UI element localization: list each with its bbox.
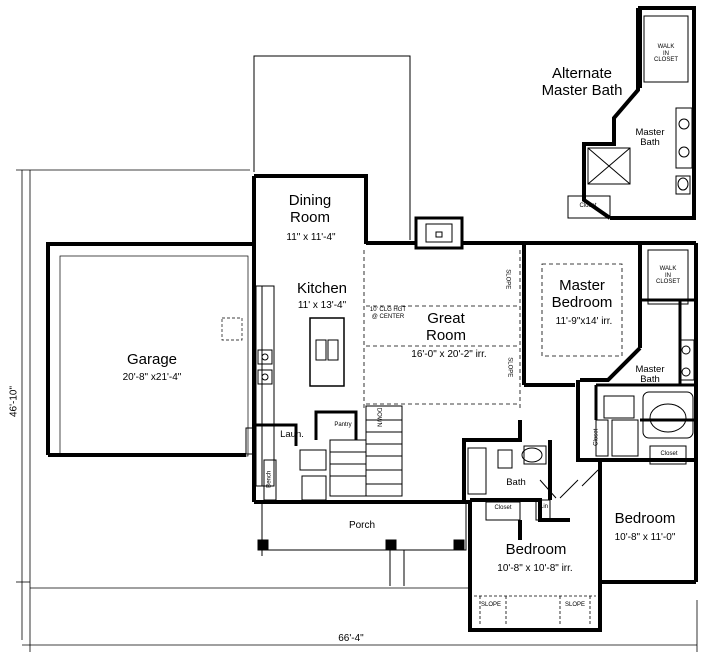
dining-walls (252, 174, 368, 244)
garage-door-outline (59, 255, 249, 457)
master-bath-name-text: Master Bath (635, 364, 665, 386)
bench-label: Bench (266, 470, 273, 488)
alternate-master-bath-title: Alternate Master Bath (522, 65, 642, 99)
laundry-name: Laun. (280, 429, 304, 440)
garage-name: Garage (126, 351, 178, 368)
overall-depth-label: 46'-10" (8, 381, 20, 422)
slope-label-bottom-left: SLOPE (480, 602, 501, 608)
master-closet-label: Closet (660, 451, 678, 457)
alt-closet-label: Closet (579, 203, 597, 209)
master-bath-name: Master Bath (620, 364, 680, 386)
slope-label-upper: SLOPE (504, 269, 511, 290)
bath-name: Bath (506, 477, 526, 488)
master-bedroom-dim: 11'-9"x14' irr. (555, 316, 613, 327)
stairs-down-label: DOWN (375, 407, 382, 427)
kitchen-name: Kitchen (296, 280, 348, 297)
master-bedroom-name-text: Master Bedroom (551, 277, 613, 311)
kitchen-dim: 11' x 13'-4" (297, 300, 347, 311)
alt-walk-in-closet-text: WALK IN CLOSET (653, 44, 678, 64)
garage-dim: 20'-8" x21'-4" (122, 372, 182, 383)
alternate-master-bath-text: Alternate Master Bath (541, 65, 623, 99)
bath-closet-label: Closet (494, 505, 512, 511)
pantry-label: Pantry (334, 422, 352, 428)
master-bedroom-name: Master Bedroom (540, 277, 624, 311)
dimension-lines (16, 169, 698, 652)
master-bath-closet-label: Closet (593, 428, 600, 446)
dining-room-dim: 11" x 11'-4" (286, 232, 336, 243)
ceiling-height-text: 10' CLG HGT @ CENTER (369, 307, 407, 320)
master-ceiling-tray (541, 263, 623, 357)
bedroom-bottom-name: Bedroom (505, 541, 567, 558)
garage-window (221, 317, 243, 341)
linen-label: Lin (539, 504, 548, 510)
great-room-dim: 16'-0" x 20'-2" irr. (411, 349, 487, 360)
ceiling-height-note: 10' CLG HGT @ CENTER (366, 307, 410, 320)
walk-in-closet-text: WALK IN CLOSET (655, 266, 680, 286)
alt-walk-in-closet-label: WALK IN CLOSET (644, 44, 688, 64)
garage-walls (46, 240, 256, 457)
walk-in-closet-label: WALK IN CLOSET (648, 266, 688, 286)
slope-label-bottom-right: SLOPE (564, 602, 585, 608)
overall-width-label: 66'-4" (326, 633, 376, 644)
alt-master-bath-name-text: Master Bath (635, 127, 665, 149)
alt-master-bath-name: Master Bath (620, 127, 680, 149)
dining-room-name-text: Dining Room (288, 192, 332, 226)
bedroom-right-name: Bedroom (614, 510, 676, 527)
bedroom-right-dim: 10'-8" x 11'-0" (614, 532, 676, 543)
slope-label-lower: SLOPE (506, 357, 513, 378)
porch-name: Porch (348, 520, 376, 531)
dining-room-name: Dining Room (270, 192, 350, 226)
bedroom-bottom-dim: 10'-8" x 10'-8" irr. (497, 563, 573, 574)
fireplace (414, 216, 464, 250)
great-room-name-text: Great Room (425, 310, 466, 344)
great-room-name: Great Room (406, 310, 486, 344)
